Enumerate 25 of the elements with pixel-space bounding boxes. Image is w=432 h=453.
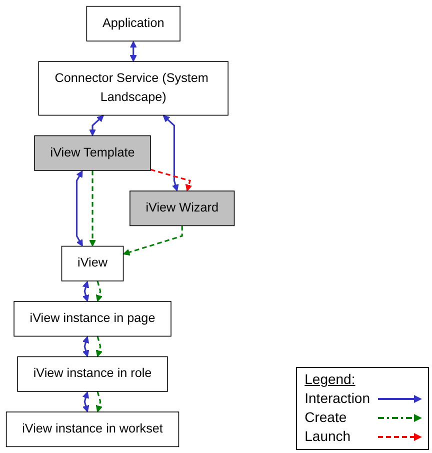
legend-label: Interaction [304, 389, 370, 408]
node-box: Application [86, 6, 180, 42]
node-box: Connector Service (System Landscape) [38, 61, 228, 116]
legend-label: Launch [304, 427, 351, 446]
node-box: iView [61, 246, 124, 282]
arrow [96, 391, 103, 412]
legend-label: Create [304, 408, 347, 427]
arrow [130, 41, 137, 62]
node-box: iView instance in page [14, 301, 172, 337]
arrow [82, 336, 90, 358]
node-box: iView Wizard [130, 190, 235, 226]
arrow [89, 115, 104, 136]
arrow [82, 391, 90, 412]
node-box: iView instance in workset [6, 412, 180, 448]
arrow [162, 115, 179, 192]
legend-heading: Legend: [304, 370, 356, 389]
arrow [96, 336, 103, 358]
arrow [96, 280, 103, 302]
arrow [89, 170, 96, 247]
arrow [76, 170, 83, 247]
arrow [150, 168, 192, 192]
arrow [122, 226, 183, 256]
node-box: iView instance in role [17, 356, 168, 392]
node-box: iView Template [34, 135, 151, 171]
arrow [82, 280, 90, 302]
